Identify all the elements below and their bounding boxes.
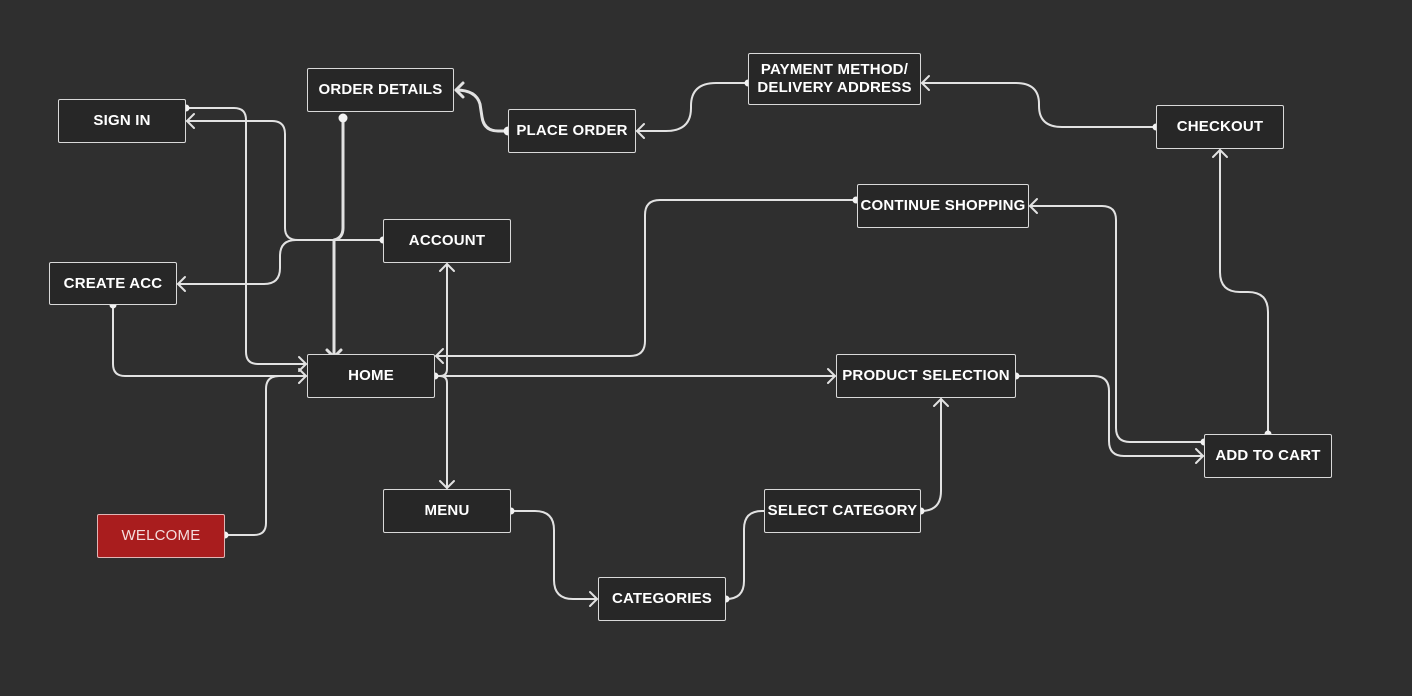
arrowhead-icon [177, 276, 186, 292]
node-account[interactable]: ACCOUNT [383, 219, 511, 263]
arrowhead-icon [186, 113, 195, 129]
edge-menu-categories [510, 510, 598, 600]
edge-add-to-cart-continue [1029, 205, 1205, 443]
edge-welcome-home [224, 375, 307, 536]
node-product-selection[interactable]: PRODUCT SELECTION [836, 354, 1016, 398]
node-menu[interactable]: MENU [383, 489, 511, 533]
edge-categories-select [725, 510, 765, 600]
connector-anchor-dot[interactable] [338, 113, 348, 123]
arrowhead-icon [1195, 448, 1204, 464]
node-continue-shopping[interactable]: CONTINUE SHOPPING [857, 184, 1029, 228]
arrowhead-icon [933, 398, 949, 407]
edge-product-add-to-cart [1015, 375, 1204, 457]
node-order-details[interactable]: ORDER DETAILS [307, 68, 454, 112]
arrowhead-icon [298, 368, 307, 384]
arrowhead-icon [636, 123, 645, 139]
node-welcome[interactable]: WELCOME [97, 514, 225, 558]
edge-checkout-payment [921, 82, 1157, 128]
arrowhead-icon [454, 81, 465, 99]
edge-add-to-cart-checkout [1219, 149, 1269, 435]
arrowhead-icon [921, 75, 930, 91]
edge-place-order-order-details [454, 88, 510, 133]
node-create-acc[interactable]: CREATE ACC [49, 262, 177, 305]
edge-continue-home [435, 199, 857, 357]
edge-account-create-acc [177, 239, 341, 285]
node-place-order[interactable]: PLACE ORDER [508, 109, 636, 153]
edge-select-product [920, 398, 942, 512]
node-categories[interactable]: CATEGORIES [598, 577, 726, 621]
arrowhead-icon [589, 591, 598, 607]
edge-account-sign-in [186, 120, 384, 241]
arrowhead-icon [439, 263, 455, 272]
node-payment-delivery[interactable]: PAYMENT METHOD/ DELIVERY ADDRESS [748, 53, 921, 105]
node-add-to-cart[interactable]: ADD TO CART [1204, 434, 1332, 478]
arrowhead-icon [435, 348, 444, 364]
node-sign-in[interactable]: SIGN IN [58, 99, 186, 143]
arrowhead-icon [1212, 149, 1228, 158]
arrowhead-icon [1029, 198, 1038, 214]
arrowhead-icon [439, 480, 455, 489]
edge-home-menu [439, 375, 448, 489]
edge-order-details-home [332, 116, 345, 359]
node-select-category[interactable]: SELECT CATEGORY [764, 489, 921, 533]
edge-create-acc-home [112, 304, 307, 377]
edge-payment-place-order [636, 82, 749, 132]
arrowhead-icon [827, 368, 836, 384]
node-checkout[interactable]: CHECKOUT [1156, 105, 1284, 149]
edge-sign-in-home [185, 107, 307, 365]
arrowhead-icon [298, 356, 307, 372]
edge-home-account [434, 263, 448, 377]
node-home[interactable]: HOME [307, 354, 435, 398]
